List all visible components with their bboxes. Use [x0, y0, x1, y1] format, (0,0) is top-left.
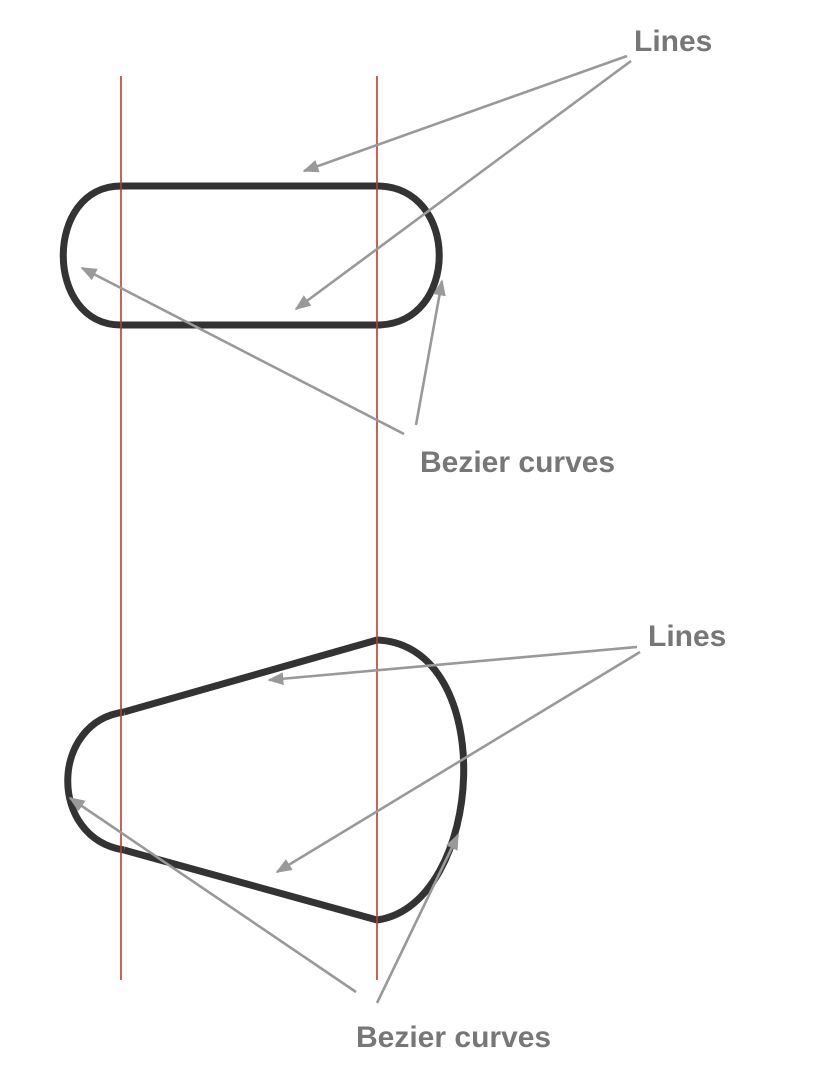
top-curves-arrow-right	[414, 279, 446, 426]
bottom-shape-right-curve	[376, 636, 468, 924]
top-curves-arrow-left	[80, 266, 405, 436]
bottom-shape-upper-line	[123, 636, 378, 716]
bottom-curves-label: Bezier curves	[356, 1021, 551, 1054]
top-shape	[59, 182, 443, 329]
top-lines-label: Lines	[634, 25, 712, 58]
bottom-curves-arrow-right	[375, 833, 460, 1004]
top-shape-left-curve	[59, 182, 122, 329]
bottom-arrows	[68, 645, 641, 1004]
top-curves-label: Bezier curves	[420, 446, 615, 479]
bottom-shape-left-curve	[64, 708, 125, 854]
bottom-lines-arrow-upper	[267, 645, 638, 686]
top-shape-right-curve	[376, 182, 443, 329]
top-arrows	[80, 54, 632, 436]
bottom-lines-arrow-lower	[275, 650, 641, 874]
top-lines-arrow-upper	[302, 54, 628, 173]
bottom-lines-label: Lines	[648, 620, 726, 653]
top-lines-arrow-lower	[294, 59, 632, 311]
bottom-shape	[64, 636, 468, 924]
bottom-curves-arrow-left	[68, 796, 357, 994]
